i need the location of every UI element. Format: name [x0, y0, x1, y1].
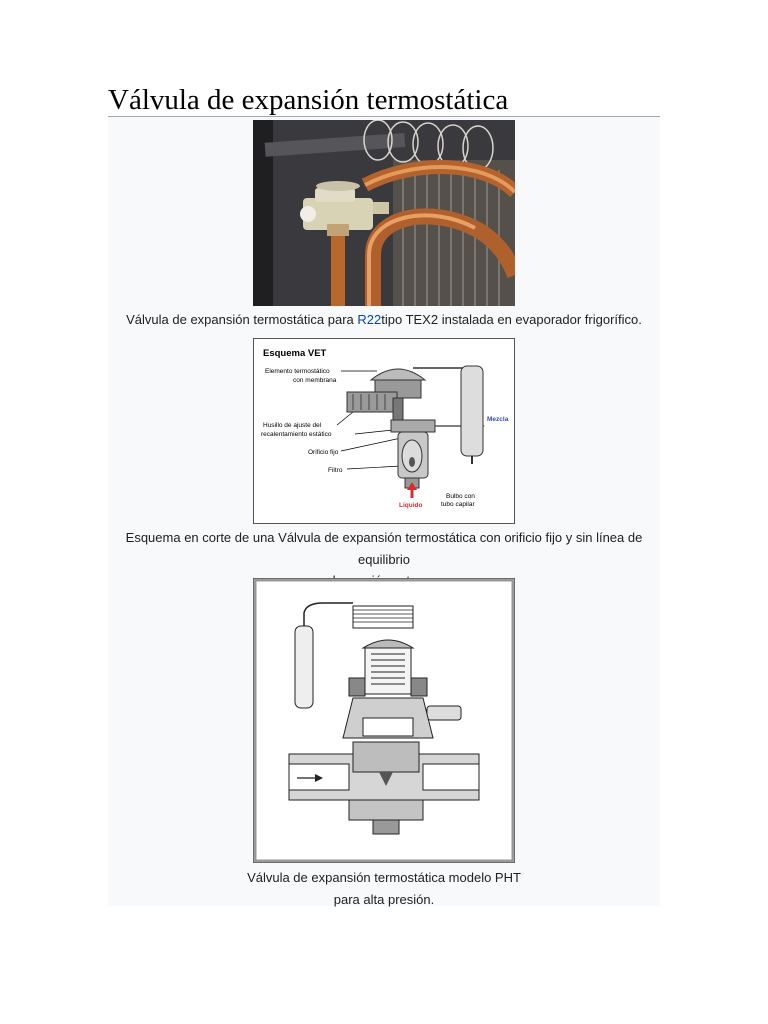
label-mix: Mezcla: [487, 416, 509, 423]
label-element-2: con membrana: [293, 377, 337, 384]
caption-photo-text: Válvula de expansión termostática para: [126, 312, 358, 327]
caption-pht-line1: Válvula de expansión termostática modelo…: [247, 870, 521, 885]
valve-photo-image: [253, 120, 515, 306]
caption-photo-text-end: tipo TEX2 instalada en evaporador frigor…: [381, 312, 642, 327]
schema-heading: Esquema VET: [263, 348, 327, 359]
title-divider: [108, 116, 660, 117]
label-bulb-2: tubo capilar: [441, 501, 475, 508]
vet-schematic[interactable]: Esquema VET Elemento termostático con me…: [253, 338, 515, 524]
caption-schematic-line1: Esquema en corte de una Válvula de expan…: [125, 530, 643, 567]
label-element: Elemento termostático: [265, 368, 330, 375]
label-bulb: Bulbo con: [446, 493, 475, 500]
label-screw: Husillo de ajuste del: [263, 422, 322, 429]
caption-pht-line2: para alta presión.: [333, 891, 435, 907]
pht-valve-drawing[interactable]: [253, 578, 515, 863]
r22-link[interactable]: R22: [357, 312, 382, 327]
pht-valve-image: [253, 578, 515, 863]
valve-photo[interactable]: [253, 120, 515, 306]
vet-schematic-image: Esquema VET Elemento termostático con me…: [253, 338, 515, 524]
caption-pht: Válvula de expansión termostática modelo…: [108, 867, 660, 910]
page-title: Válvula de expansión termostática: [108, 84, 509, 116]
label-screw-2: recalentamiento estático: [261, 431, 332, 438]
label-filter: Filtro: [328, 467, 343, 474]
label-liquid: Líquido: [399, 502, 422, 509]
caption-photo: Válvula de expansión termostática para R…: [108, 309, 660, 331]
label-orifice: Orificio fijo: [308, 449, 339, 456]
